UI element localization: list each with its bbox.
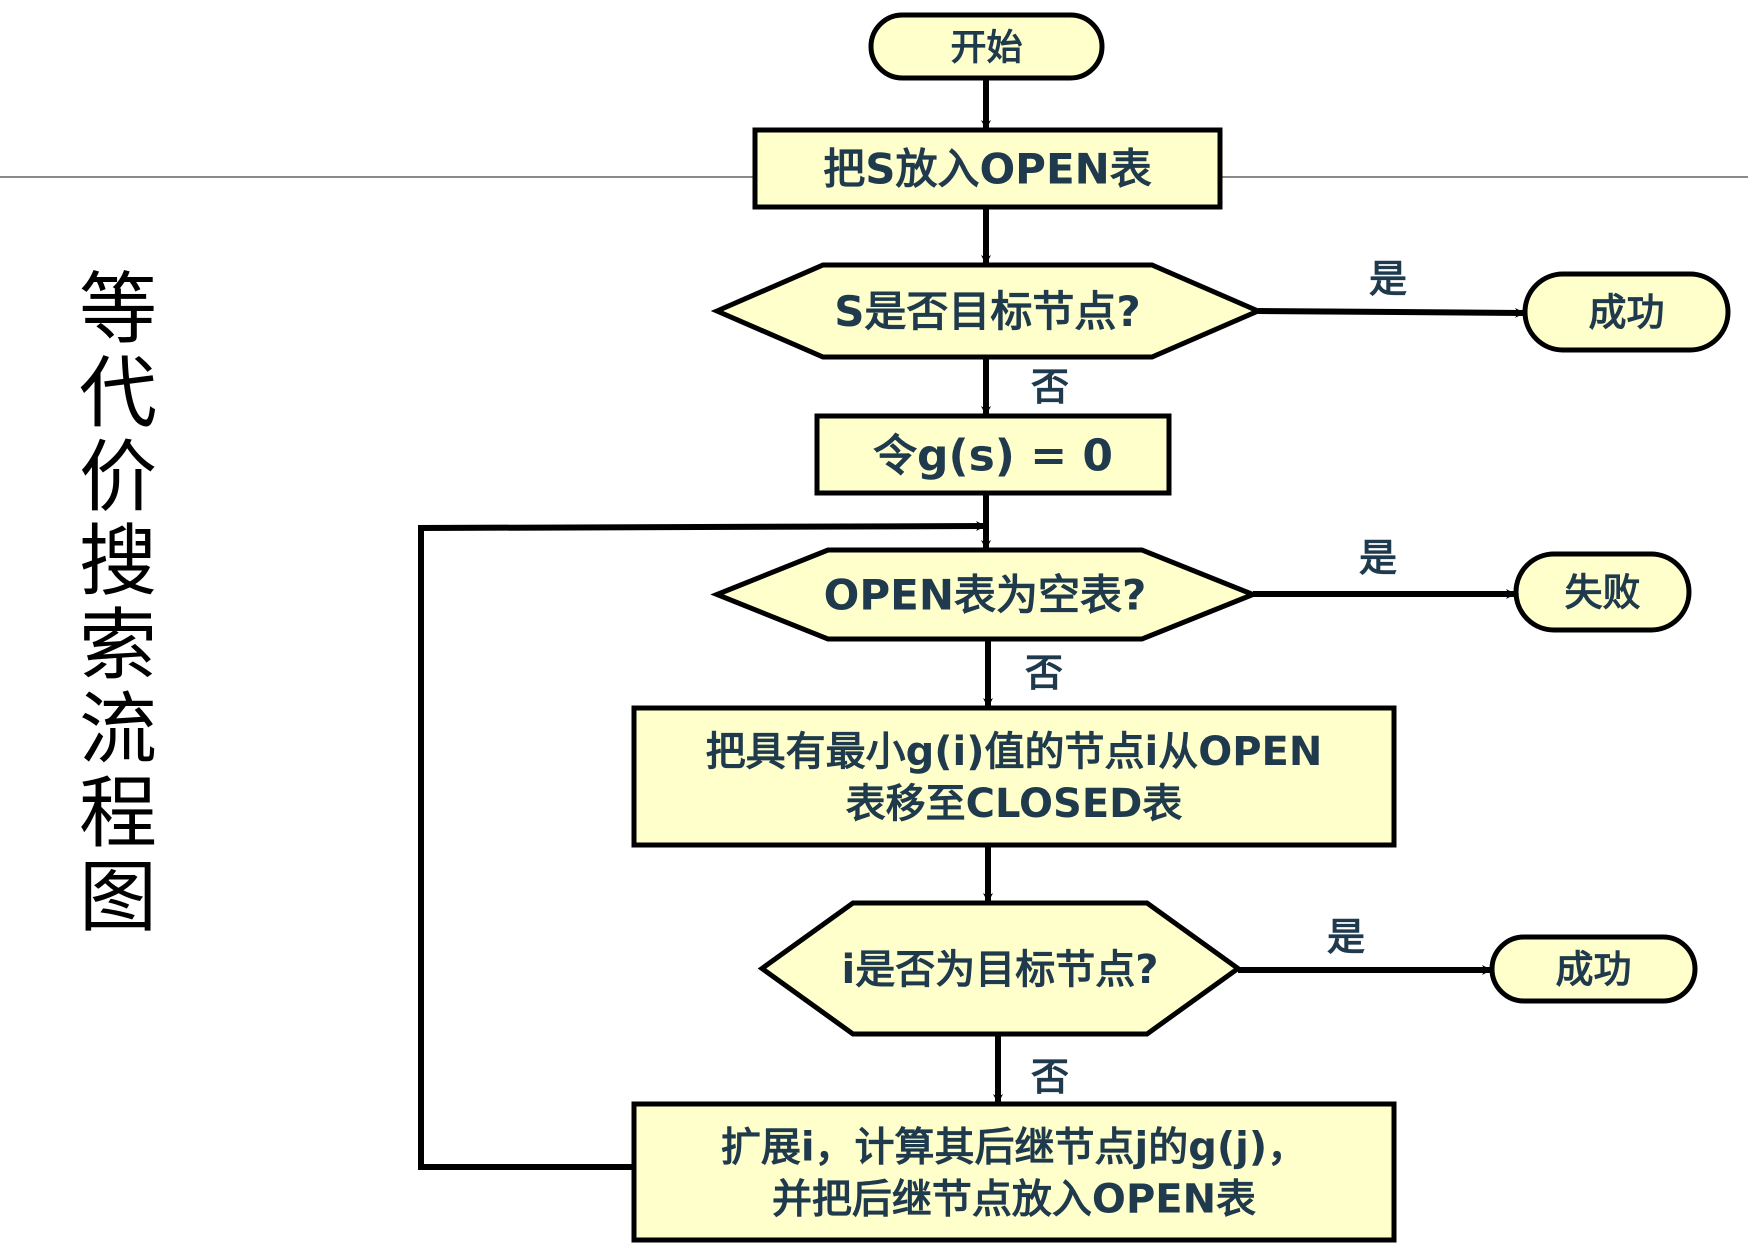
node-is-i-goal: i是否为目标节点? xyxy=(757,900,1243,1037)
edge-label: 否 xyxy=(1025,650,1063,695)
terminal-shape xyxy=(1522,271,1731,353)
node-open-empty: OPEN表为空表? xyxy=(710,547,1260,642)
slide-title: 等代价搜索流程图 xyxy=(76,268,160,940)
slide-title-char: 索 xyxy=(78,601,157,691)
connector-line xyxy=(418,521,986,1170)
node-start: 开始 xyxy=(868,12,1105,81)
decision-shape xyxy=(710,262,1265,360)
slide-title-char: 图 xyxy=(78,853,157,943)
edge-open-empty-to-move-min: 否 xyxy=(983,639,1063,708)
node-fail: 失败 xyxy=(1513,551,1692,633)
decision-shape xyxy=(710,547,1260,642)
decision-shape xyxy=(757,900,1243,1037)
node-expand: 扩展i，计算其后继节点j的g(j)， 并把后继节点放入OPEN表 xyxy=(631,1101,1397,1243)
edge-is-i-goal-to-expand: 否 xyxy=(993,1034,1069,1104)
node-label: 把S放入OPEN表 xyxy=(823,145,1152,194)
node-label: 把具有最小g(i)值的节点i从OPEN xyxy=(706,729,1323,775)
edge-label: 是 xyxy=(1327,914,1365,959)
edge-expand-to-open-empty xyxy=(418,521,986,1170)
terminal-shape xyxy=(1513,551,1692,633)
node-label: 令g(s) = 0 xyxy=(873,430,1113,481)
slide-title-char: 等 xyxy=(78,265,157,355)
edge-label: 是 xyxy=(1369,256,1407,301)
process-shape xyxy=(814,413,1172,496)
edge-label: 是 xyxy=(1359,535,1397,580)
slide-title-char: 程 xyxy=(78,769,157,859)
edge-open-empty-to-fail: 是 xyxy=(1253,535,1516,599)
node-set-g: 令g(s) = 0 xyxy=(814,413,1172,496)
connector-line xyxy=(1257,307,1525,318)
edge-label: 否 xyxy=(1031,1054,1069,1099)
slide-title-char: 流 xyxy=(78,685,157,775)
node-success-1: 成功 xyxy=(1522,271,1731,353)
slide-title-char: 价 xyxy=(78,433,157,523)
edge-label: 否 xyxy=(1031,364,1069,409)
node-move-min: 把具有最小g(i)值的节点i从OPEN 表移至CLOSED表 xyxy=(631,705,1397,848)
node-label: 开始 xyxy=(950,27,1022,68)
edge-is-s-goal-to-success-1: 是 xyxy=(1257,256,1525,318)
slide-title-char: 代 xyxy=(78,349,157,439)
slide-title-char: 搜 xyxy=(78,517,157,607)
node-label: S是否目标节点? xyxy=(834,287,1141,336)
node-label: OPEN表为空表? xyxy=(824,571,1147,620)
terminal-shape xyxy=(1489,934,1698,1004)
node-label: 成功 xyxy=(1555,948,1631,992)
node-success-2: 成功 xyxy=(1489,934,1698,1004)
node-label: 成功 xyxy=(1588,291,1664,335)
node-is-s-goal: S是否目标节点? xyxy=(710,262,1265,360)
edge-is-i-goal-to-success-2: 是 xyxy=(1238,914,1492,975)
node-label: i是否为目标节点? xyxy=(842,947,1159,993)
process-shape xyxy=(631,705,1397,848)
edge-is-s-goal-to-set-g: 否 xyxy=(981,357,1069,416)
process-shape xyxy=(631,1101,1397,1243)
process-shape xyxy=(752,127,1223,210)
node-label: 失败 xyxy=(1564,571,1640,615)
node-put-s-open: 把S放入OPEN表 xyxy=(752,127,1223,210)
terminal-shape xyxy=(868,12,1105,81)
node-label: 表移至CLOSED表 xyxy=(846,781,1183,827)
node-label: 并把后继节点放入OPEN表 xyxy=(772,1176,1256,1222)
node-label: 扩展i，计算其后继节点j的g(j)， xyxy=(721,1124,1307,1170)
